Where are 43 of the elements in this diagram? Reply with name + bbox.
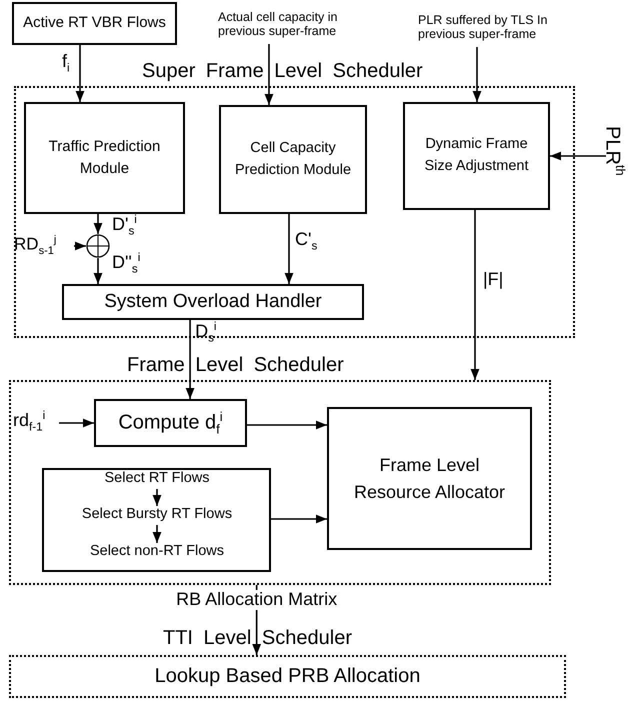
arrow [74, 242, 86, 250]
arrow [247, 420, 327, 430]
edge-label: f$_{i}$ [62, 52, 70, 76]
group-heading: TTI Level Scheduler [163, 627, 352, 650]
box-label: Lookup Based PRB Allocation [154, 665, 420, 688]
process-box [24, 102, 185, 214]
arrow [550, 152, 606, 160]
summing-junction [86, 234, 110, 258]
arrow [186, 320, 195, 399]
input-label: Select non-RT Flows [68, 543, 246, 562]
process-box [12, 2, 177, 45]
box-label: Dynamic Frame Size Adjustment [424, 135, 530, 176]
arrow [76, 45, 84, 102]
arrow [284, 214, 294, 284]
arrow [59, 418, 94, 428]
process-box [327, 407, 532, 550]
edge-label: C'$_{s}$ [295, 230, 318, 254]
arrow [94, 258, 102, 284]
input-label: Select RT Flows [92, 470, 222, 489]
arrow [470, 210, 480, 380]
box-label: Cell Capacity Prediction Module [234, 138, 352, 180]
input-label: PLR suffered by TLS In previous super-frame [418, 13, 568, 47]
edge-label: |F| [483, 270, 504, 290]
process-box [219, 105, 367, 214]
box-label: System Overload Handler [103, 290, 323, 314]
input-label: Actual cell capacity in previous super-frame [218, 10, 378, 44]
arrow [271, 514, 327, 524]
input-label: Select Bursty RT Flows [60, 506, 254, 525]
group-heading: Frame Level Scheduler [127, 354, 344, 377]
group-heading: Super Frame Level Scheduler [142, 60, 423, 83]
box-label: Active RT VBR Flows [22, 13, 167, 34]
process-box [42, 468, 271, 572]
box-label: Traffic Prediction Module [48, 136, 162, 179]
edge-label: RB Allocation Matrix [176, 590, 338, 610]
box-label: Frame Level Resource Allocator [352, 454, 506, 504]
arrow [152, 489, 162, 506]
arrow [264, 44, 274, 105]
process-box [403, 102, 550, 210]
arrow [472, 47, 482, 102]
process-box [62, 284, 364, 320]
process-box [94, 399, 247, 447]
arrow [94, 214, 102, 234]
arrow [152, 525, 162, 543]
